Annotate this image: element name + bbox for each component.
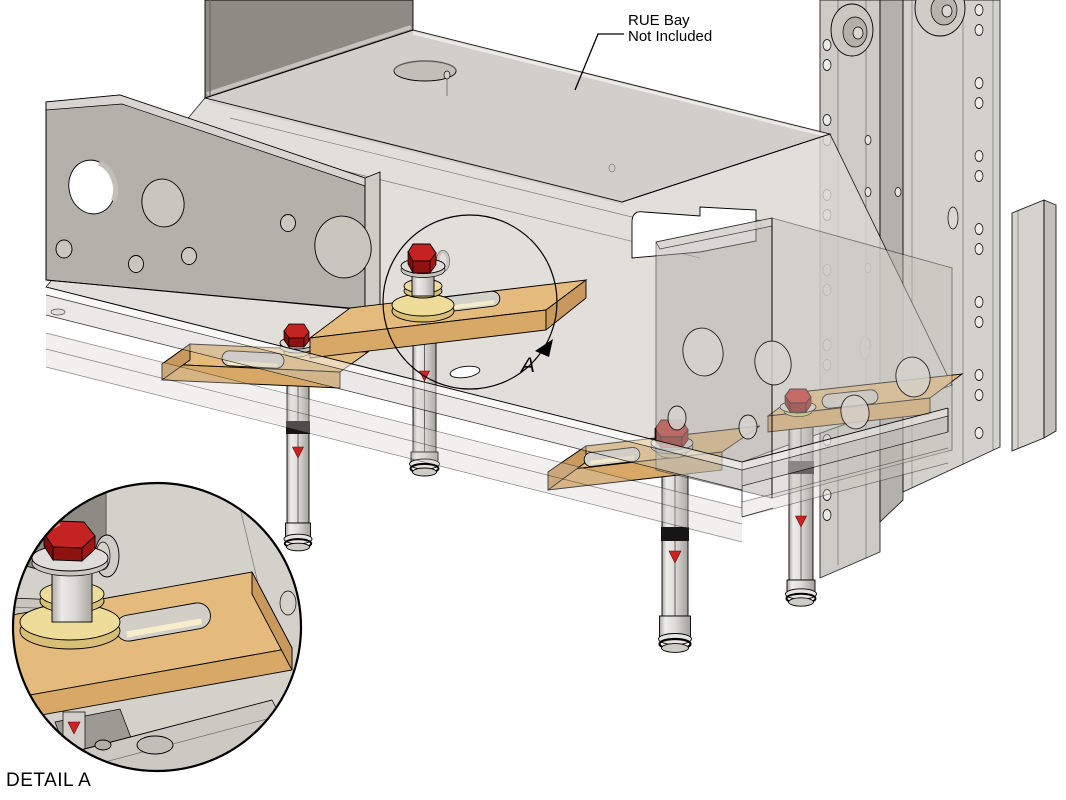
leg-marker-triangle [292, 446, 304, 459]
right-bracket-holes [667, 327, 931, 440]
leveling-leg-1 [283, 377, 313, 552]
rue-bay-rear-panel [204, 0, 414, 99]
rack-emboss-standoff [830, 0, 966, 57]
callout-letter: A [519, 354, 535, 377]
note-line-2: Not Included [628, 28, 712, 45]
right-mounting-bracket [655, 217, 953, 518]
leg-marker-triangle [668, 550, 682, 564]
detail-hex-bolt [43, 520, 96, 563]
hex-bolt-2 [391, 243, 455, 323]
detail-callout: A [382, 214, 558, 390]
note-line-1: RUE Bay [628, 12, 690, 29]
leg-marker-triangle [795, 515, 807, 528]
callout-arrowhead [535, 339, 553, 357]
leg-black-band [286, 421, 310, 434]
hex-bolt-4 [779, 388, 817, 417]
rack-flange-plate [1011, 199, 1057, 452]
leg-black-band [788, 461, 814, 474]
detail-callout-circle [382, 214, 558, 390]
note-rue-bay: RUE Bay Not Included [574, 12, 712, 91]
left-mounting-bracket [45, 94, 381, 311]
bracket-hole-large-2 [141, 178, 185, 228]
bracket-hole-large-3 [314, 215, 372, 279]
detail-bolt-stack [19, 520, 121, 650]
underside-slot [449, 365, 481, 379]
leveling-leg-3 [658, 469, 692, 653]
bracket-hole-large-1 [68, 159, 118, 215]
base-tray-front-overlay [45, 286, 949, 543]
detail-a-view: DETAIL A [6, 481, 303, 791]
leveling-legs [283, 341, 817, 653]
deck-hole [393, 60, 457, 96]
leveling-leg-2 [409, 341, 440, 477]
detail-mounting-plate [13, 571, 293, 723]
bracket-small-holes [55, 214, 296, 273]
leg-black-band [661, 527, 689, 541]
rack-rails [819, 0, 1057, 579]
detail-a-circle [11, 481, 303, 773]
detail-leg-marker-triangle [67, 721, 81, 735]
detail-a-label: DETAIL A [6, 770, 91, 791]
note-leader-line [574, 33, 624, 91]
